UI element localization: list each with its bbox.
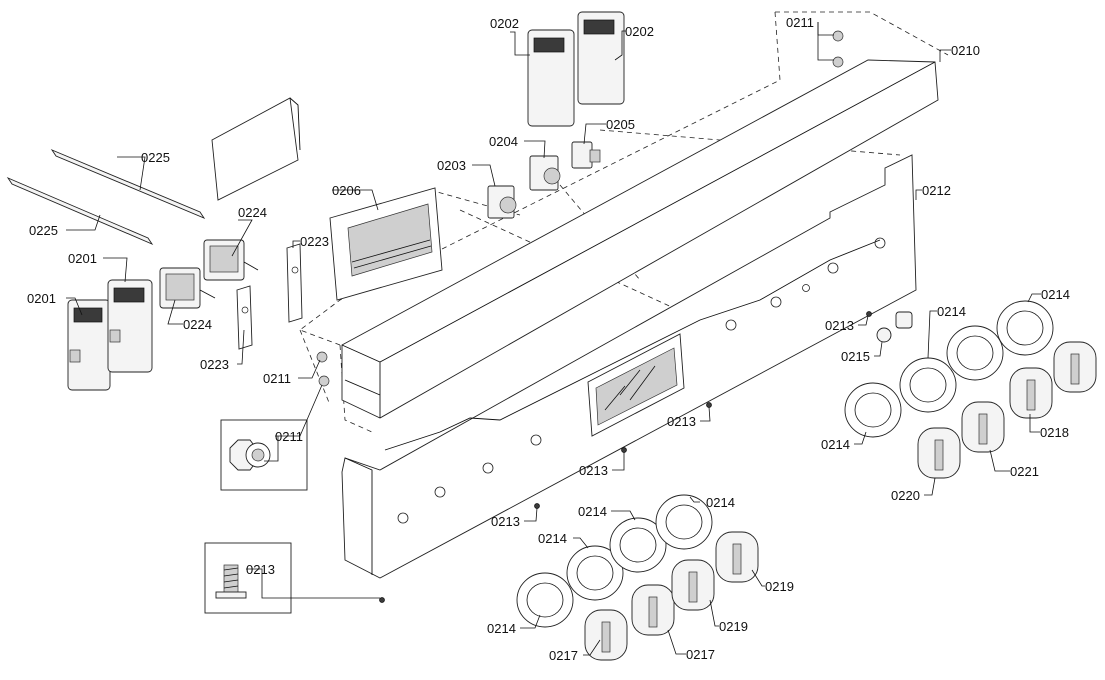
nut-0211-top (832, 30, 844, 68)
inset-box-screw (204, 542, 292, 614)
inset-box-nut (220, 419, 308, 491)
cover-plate (211, 97, 301, 201)
knobs-right (917, 341, 1097, 479)
regulator-0224-a (159, 267, 216, 309)
nut-0211-left (316, 351, 330, 387)
label-0219-b: 0219 (719, 619, 748, 634)
label-0201-a: 0201 (27, 291, 56, 306)
label-0218: 0218 (1040, 425, 1069, 440)
assembly-dashed-lines (299, 11, 949, 433)
bracket-0223-b (236, 285, 253, 350)
display-board-0206 (329, 187, 443, 301)
label-0221: 0221 (1010, 464, 1039, 479)
part-0215 (876, 311, 913, 343)
label-0225-a: 0225 (141, 150, 170, 165)
label-0225-b: 0225 (29, 223, 58, 238)
switch-0202-a (527, 29, 575, 127)
label-0224-b: 0224 (183, 317, 212, 332)
label-0211-c: 0211 (275, 429, 303, 444)
label-0214-b: 0214 (1041, 287, 1070, 302)
bracket-0223-a (286, 243, 303, 323)
label-0214-f: 0214 (538, 531, 567, 546)
potentiometer-0204 (529, 155, 561, 191)
switch-0201-b (107, 279, 153, 373)
label-0213-d: 0213 (667, 414, 696, 429)
label-0224-a: 0224 (238, 205, 267, 220)
label-0201-b: 0201 (68, 251, 97, 266)
switch-0201-a (67, 299, 111, 391)
knobs-bottom (584, 531, 759, 661)
label-0212: 0212 (922, 183, 951, 198)
front-panel-0212 (341, 154, 917, 579)
label-0217-a: 0217 (549, 648, 578, 663)
rods-0225 (6, 149, 206, 246)
callout-labels: 0201 0201 0202 0202 0203 0204 0205 0206 … (27, 15, 1070, 663)
label-0213-c: 0213 (579, 463, 608, 478)
bezels-0214-bottom (516, 494, 713, 628)
label-0223-a: 0223 (300, 234, 329, 249)
label-0204: 0204 (489, 134, 518, 149)
label-0211-a: 0211 (786, 15, 814, 30)
switch-0205 (571, 141, 601, 169)
label-0213-b: 0213 (491, 514, 520, 529)
label-0214-d: 0214 (578, 504, 607, 519)
regulator-0224-b (203, 239, 259, 281)
label-0215: 0215 (841, 349, 870, 364)
label-0214-e: 0214 (706, 495, 735, 510)
label-0214-g: 0214 (487, 621, 516, 636)
label-0214-a: 0214 (937, 304, 966, 319)
label-0223-b: 0223 (200, 357, 229, 372)
label-0214-c: 0214 (821, 437, 850, 452)
label-0219-a: 0219 (765, 579, 794, 594)
label-0217-b: 0217 (686, 647, 715, 662)
leader-lines (66, 22, 1041, 656)
label-0206: 0206 (332, 183, 361, 198)
label-0205: 0205 (606, 117, 635, 132)
label-0213-a: 0213 (246, 562, 275, 577)
potentiometer-0203 (487, 185, 517, 219)
label-0213-e: 0213 (825, 318, 854, 333)
label-0210: 0210 (951, 43, 980, 58)
switch-0202-b (577, 11, 625, 105)
label-0220: 0220 (891, 488, 920, 503)
label-0211-b: 0211 (263, 371, 291, 386)
label-0203: 0203 (437, 158, 466, 173)
bezels-0214-right (844, 300, 1054, 438)
trim-bar-0210 (341, 59, 939, 419)
label-0202-a: 0202 (490, 16, 519, 31)
label-0202-b: 0202 (625, 24, 654, 39)
